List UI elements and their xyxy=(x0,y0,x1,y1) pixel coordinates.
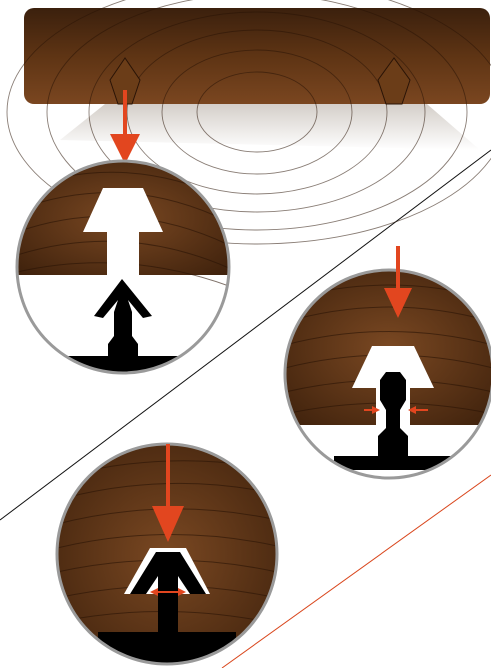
clip-locked-in-groove-icon xyxy=(57,444,277,666)
clip-entering-groove-icon xyxy=(17,161,229,373)
clip-pressed-into-groove-icon xyxy=(285,246,491,478)
